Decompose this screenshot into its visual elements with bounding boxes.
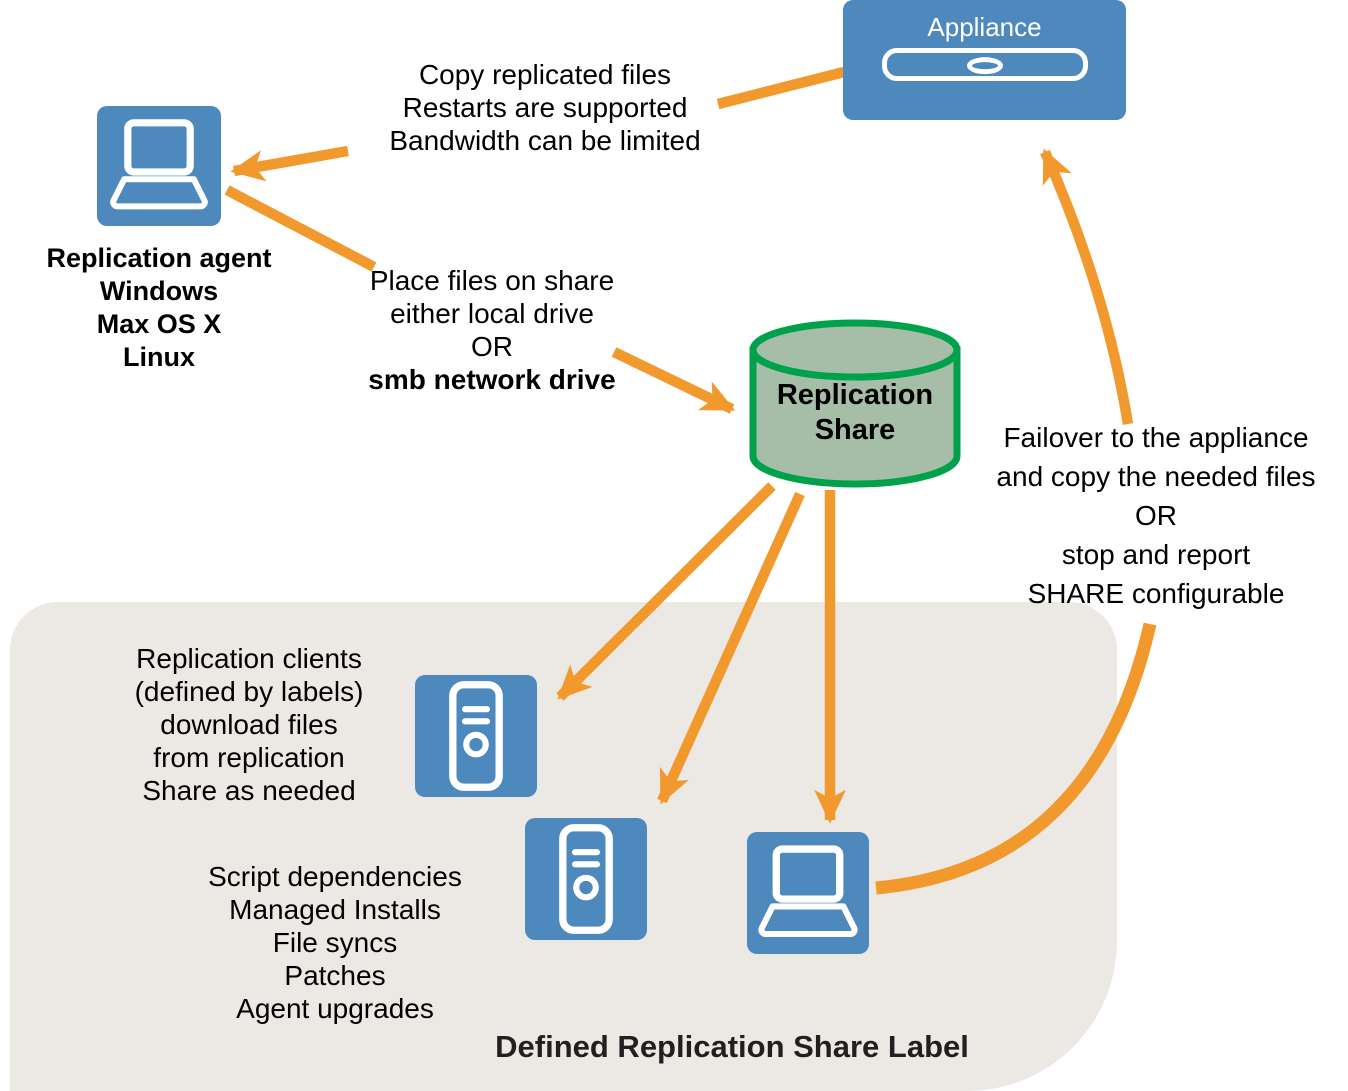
arrow-failover-text-to-appliance <box>1040 148 1134 425</box>
client2-tile <box>525 818 647 940</box>
caption-line: Max OS X <box>96 309 222 339</box>
annotation-line: Managed Installs <box>229 894 441 925</box>
annotation-line: Bandwidth can be limited <box>389 125 701 156</box>
annotation-line: Failover to the appliance <box>1003 422 1309 453</box>
agent-tile <box>97 106 221 226</box>
tower-server-icon <box>559 824 613 934</box>
database-cylinder-icon <box>749 319 961 488</box>
annotation-line: Replication clients <box>136 643 362 674</box>
annotation-line: Share as needed <box>142 775 356 806</box>
share-label-line: Replication <box>776 379 934 411</box>
tower-server-icon <box>449 681 503 791</box>
annotation-line: Restarts are supported <box>402 92 688 123</box>
client1-tile <box>415 675 537 797</box>
annotation-line: Copy replicated files <box>418 59 672 90</box>
laptop-icon <box>758 845 858 938</box>
rack-server-icon <box>881 48 1088 81</box>
laptop-icon <box>110 119 208 210</box>
annotation-line: Agent upgrades <box>236 993 434 1024</box>
caption-line: Windows <box>99 276 219 306</box>
annotation-line: Place files on share <box>369 265 615 296</box>
server-drive-ellipse <box>966 56 1003 74</box>
failover-annotation: Failover to the appliance and copy the n… <box>960 418 1348 613</box>
annotation-line: either local drive <box>390 298 594 329</box>
copy-annotation: Copy replicated files Restarts are suppo… <box>345 58 745 157</box>
agent-caption: Replication agent Windows Max OS X Linux <box>0 242 318 374</box>
annotation-line: File syncs <box>272 927 398 958</box>
share-label: Replication Share <box>748 378 962 448</box>
caption-line: Linux <box>123 342 195 372</box>
panel-title: Defined Replication Share Label <box>495 1029 969 1064</box>
clients-annotation: Replication clients (defined by labels) … <box>63 642 435 807</box>
annotation-line: download files <box>160 709 338 740</box>
appliance-node: Appliance <box>843 0 1126 120</box>
replication-share-node: Replication Share <box>748 318 962 492</box>
caption-line: Replication agent <box>46 243 272 273</box>
annotation-line: OR <box>1135 500 1177 531</box>
annotation-line: and copy the needed files <box>996 461 1316 492</box>
place-annotation: Place files on share either local drive … <box>300 264 684 396</box>
annotation-line: smb network drive <box>368 364 616 395</box>
annotation-line: OR <box>471 331 513 362</box>
annotation-line: Script dependencies <box>208 861 462 892</box>
client3-tile <box>747 832 869 954</box>
annotation-line: (defined by labels) <box>134 676 364 707</box>
appliance-label: Appliance <box>927 12 1042 42</box>
annotation-line: Patches <box>284 960 386 991</box>
share-label-line: Share <box>814 414 896 446</box>
annotation-line: stop and report <box>1061 539 1251 570</box>
arrow-copy-text-to-agent <box>230 145 349 182</box>
annotation-line: from replication <box>153 742 345 773</box>
annotation-line: SHARE configurable <box>1027 578 1285 609</box>
tasks-annotation: Script dependencies Managed Installs Fil… <box>140 860 530 1025</box>
